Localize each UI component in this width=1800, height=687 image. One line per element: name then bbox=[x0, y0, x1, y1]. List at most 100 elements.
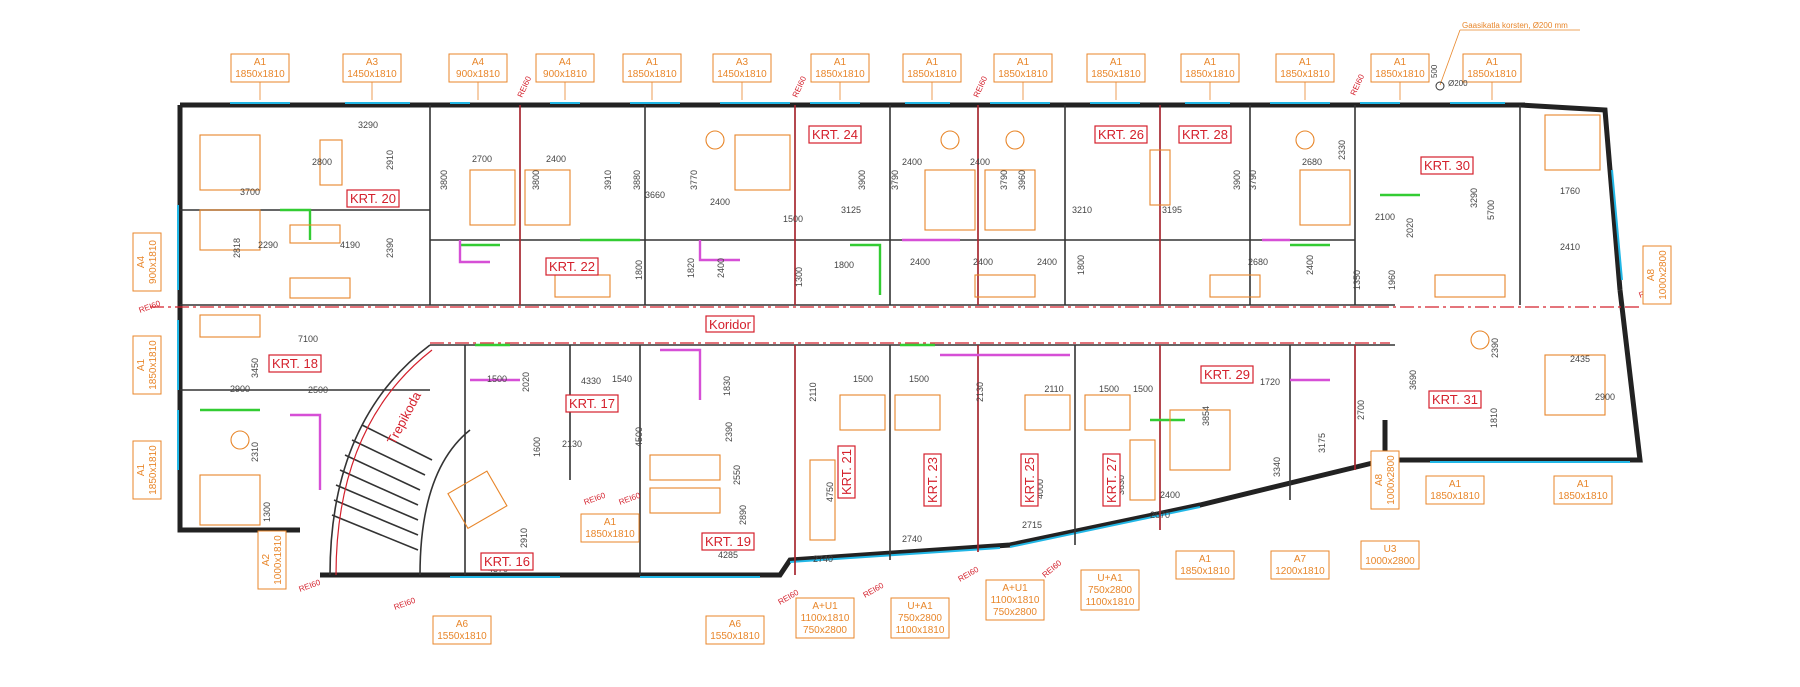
window-tag-type: A4 bbox=[472, 57, 485, 68]
apartment-label: KRT. 17 bbox=[565, 394, 619, 413]
rei-label: REI60 bbox=[583, 491, 607, 507]
apartment-label: KRT. 18 bbox=[268, 354, 322, 373]
dimension-value: 2130 bbox=[562, 439, 582, 449]
dimension-value: 2900 bbox=[230, 384, 250, 394]
dimension-value: 3195 bbox=[1162, 205, 1182, 215]
window-tag-size: 1450x1810 bbox=[347, 69, 397, 80]
window-tag-size: 1200x1810 bbox=[1275, 566, 1325, 577]
apartment-name: KRT. 26 bbox=[1098, 127, 1144, 142]
window-tag-size2: 1100x1810 bbox=[1086, 597, 1135, 608]
dimension-value: 3790 bbox=[999, 170, 1009, 190]
corridor-label: Koridor bbox=[709, 317, 752, 332]
dimension-value: 2130 bbox=[975, 382, 985, 402]
apartment-name: KRT. 27 bbox=[1104, 457, 1119, 503]
dimension-value: 2400 bbox=[902, 157, 922, 167]
window-tag-type: A4 bbox=[559, 57, 572, 68]
window-tag-size: 1850x1810 bbox=[907, 69, 957, 80]
dimension-value: 4285 bbox=[718, 550, 738, 560]
apartment-label: KRT. 25 bbox=[1020, 453, 1039, 507]
dimension-value: 2110 bbox=[1044, 384, 1063, 394]
dimension-value: 2400 bbox=[710, 197, 730, 207]
dimension-value: 2020 bbox=[521, 372, 531, 392]
dimension-value: 1500 bbox=[1133, 384, 1153, 394]
window-tag-type: A1 bbox=[1110, 57, 1123, 68]
dimension-value: 3700 bbox=[240, 187, 260, 197]
window-tag-type: A8 bbox=[1646, 268, 1657, 281]
accents bbox=[200, 193, 1420, 490]
rei-label: REI60 bbox=[298, 578, 322, 594]
dimension-value: 3175 bbox=[1317, 433, 1327, 453]
window-tag-size2: 750x2800 bbox=[803, 625, 847, 636]
window-tag-size: 1850x1810 bbox=[585, 529, 635, 540]
apartment-label: KRT. 22 bbox=[545, 257, 599, 276]
dimension-value: 2435 bbox=[1570, 354, 1590, 364]
window-tag-size: 1850x1810 bbox=[1091, 69, 1141, 80]
dimension-value: 1300 bbox=[794, 267, 804, 287]
window-tag-type: A1 bbox=[1199, 554, 1212, 565]
rei-label: REI60 bbox=[1349, 72, 1367, 96]
dimension-value: 2110 bbox=[808, 382, 818, 401]
dimension-value: 2910 bbox=[385, 150, 395, 170]
dimension-value: 2400 bbox=[910, 257, 930, 267]
dimension-value: 2310 bbox=[250, 442, 260, 462]
apartment-name: KRT. 18 bbox=[272, 356, 318, 371]
staircase: Trepikoda bbox=[329, 344, 471, 576]
dimension-value: 2390 bbox=[1490, 338, 1500, 358]
dimension-value: 2400 bbox=[1305, 255, 1315, 275]
window-tag-type: A1 bbox=[1577, 479, 1590, 490]
dimension-value: 4000 bbox=[1035, 479, 1045, 499]
dimension-value: 2400 bbox=[1160, 490, 1180, 500]
rei-label: REI60 bbox=[393, 596, 417, 612]
window-tag-size: 900x1810 bbox=[543, 69, 587, 80]
window-tag-type: A3 bbox=[366, 57, 379, 68]
apartment-name: KRT. 19 bbox=[705, 534, 751, 549]
rei-label: REI60 bbox=[618, 491, 642, 507]
window-tag-type: A6 bbox=[456, 619, 469, 630]
dimension-value: 7100 bbox=[298, 334, 318, 344]
window-tag-type: A1 bbox=[1299, 57, 1312, 68]
window-tag-type: U+A1 bbox=[907, 601, 933, 612]
dimension-value: 1500 bbox=[1099, 384, 1119, 394]
stair-label: Trepikoda bbox=[384, 388, 425, 446]
apartment-name: KRT. 30 bbox=[1424, 158, 1470, 173]
dimension-value: 3770 bbox=[689, 170, 699, 190]
chimney-callout: Gaasikatla korsten, Ø200 mm 500 Ø200 bbox=[1430, 21, 1580, 91]
window-tag-type: A+U1 bbox=[812, 601, 838, 612]
apartment-name: KRT. 25 bbox=[1022, 457, 1037, 503]
window-tag-size: 750x2800 bbox=[898, 613, 942, 624]
apartment-name: KRT. 24 bbox=[812, 127, 858, 142]
rei-label: REI60 bbox=[862, 581, 886, 600]
corridor: Koridor bbox=[150, 304, 1640, 346]
dimension-value: 3910 bbox=[603, 170, 613, 190]
apartment-label: KRT. 21 bbox=[837, 445, 856, 499]
rei-label: REI60 bbox=[957, 565, 981, 584]
window-tag-type: A1 bbox=[1017, 57, 1030, 68]
chimney-dim-b: Ø200 bbox=[1448, 79, 1468, 88]
chimney-dim-a: 500 bbox=[1430, 64, 1439, 78]
dimension-value: 2910 bbox=[519, 528, 529, 548]
dimension-value: 2500 bbox=[308, 385, 328, 395]
apartment-label: KRT. 19 bbox=[701, 532, 755, 551]
dimension-value: 2680 bbox=[1302, 157, 1322, 167]
dimension-value: 1800 bbox=[634, 260, 644, 280]
dimension-value: 5700 bbox=[1486, 200, 1496, 220]
dimension-value: 1830 bbox=[722, 376, 732, 396]
dimension-value: 3800 bbox=[439, 170, 449, 190]
window-tag-size: 1850x1810 bbox=[1180, 566, 1230, 577]
window-tag-size: 1550x1810 bbox=[437, 631, 487, 642]
apartment-name: KRT. 17 bbox=[569, 396, 615, 411]
window-tag-size: 900x1810 bbox=[456, 69, 500, 80]
window-tag-type: A1 bbox=[254, 57, 267, 68]
